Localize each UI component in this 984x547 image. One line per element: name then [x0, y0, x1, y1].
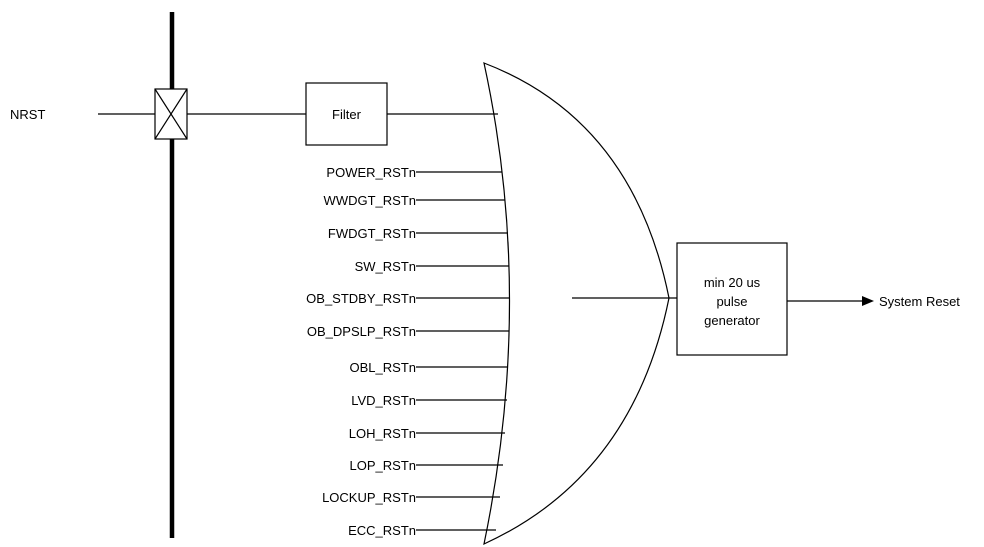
reset-source-8: LOH_RSTn [349, 426, 505, 441]
reset-source-label: OB_DPSLP_RSTn [307, 324, 416, 339]
system-reset-label: System Reset [879, 294, 960, 309]
reset-source-5: OB_DPSLP_RSTn [307, 324, 509, 339]
pulse-generator-box [676, 242, 788, 356]
reset-source-11: ECC_RSTn [348, 523, 496, 538]
reset-source-label: LVD_RSTn [351, 393, 416, 408]
reset-source-10: LOCKUP_RSTn [322, 490, 500, 505]
reset-source-2: FWDGT_RSTn [328, 226, 508, 241]
reset-source-1: WWDGT_RSTn [324, 193, 505, 208]
nrst-label: NRST [10, 107, 45, 122]
reset-source-label: POWER_RSTn [326, 165, 416, 180]
pulse-generator-label-line2: pulse [716, 294, 747, 309]
reset-source-3: SW_RSTn [355, 259, 509, 274]
reset-source-label: OB_STDBY_RSTn [306, 291, 416, 306]
reset-source-label: OBL_RSTn [350, 360, 416, 375]
or-gate [483, 62, 670, 546]
reset-source-label: LOCKUP_RSTn [322, 490, 416, 505]
reset-source-label: LOH_RSTn [349, 426, 416, 441]
pad-cell [154, 88, 188, 140]
pulse-generator-label-line1: min 20 us [704, 275, 761, 290]
reset-source-6: OBL_RSTn [350, 360, 508, 375]
reset-source-label: LOP_RSTn [350, 458, 416, 473]
reset-source-label: FWDGT_RSTn [328, 226, 416, 241]
reset-source-label: SW_RSTn [355, 259, 416, 274]
reset-source-label: ECC_RSTn [348, 523, 416, 538]
output-arrowhead [862, 296, 874, 306]
reset-source-7: LVD_RSTn [351, 393, 507, 408]
reset-source-9: LOP_RSTn [350, 458, 503, 473]
reset-source-4: OB_STDBY_RSTn [306, 291, 510, 306]
reset-source-label: WWDGT_RSTn [324, 193, 416, 208]
filter-label: Filter [332, 107, 362, 122]
pulse-generator-label-line3: generator [704, 313, 760, 328]
filter-box [305, 82, 388, 146]
reset-source-0: POWER_RSTn [326, 165, 502, 180]
